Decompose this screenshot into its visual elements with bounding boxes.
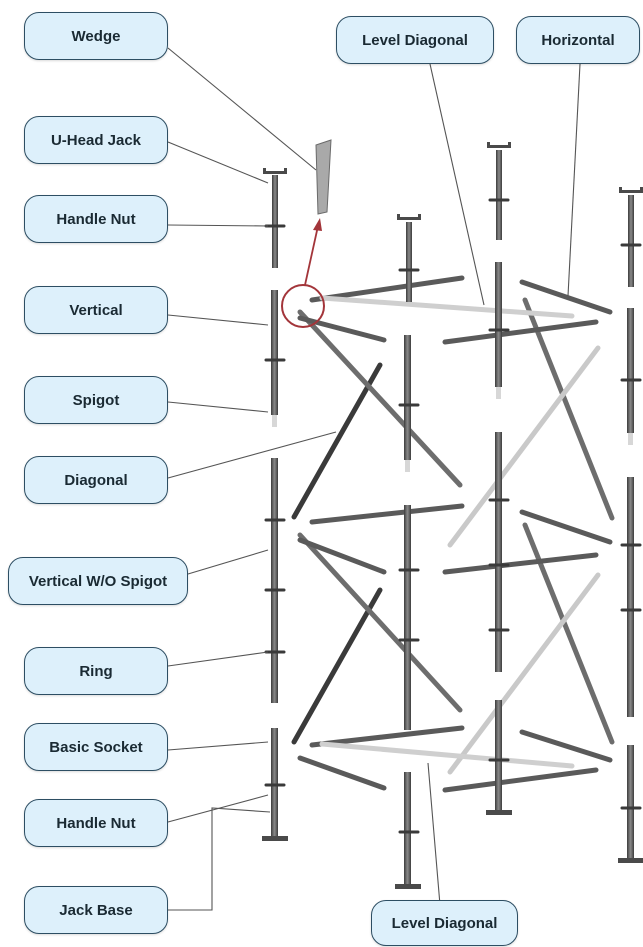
jack-bases [262, 810, 643, 889]
callout-lines [167, 47, 581, 911]
label-ring: Ring [24, 647, 168, 695]
wedge-arrowhead [313, 218, 322, 231]
diagonal-braces [291, 362, 383, 745]
label-spigot: Spigot [24, 376, 168, 424]
label-basic-socket: Basic Socket [24, 723, 168, 771]
label-u-head-jack: U-Head Jack [24, 116, 168, 164]
rings [264, 198, 642, 834]
label-level-diagonal-bottom: Level Diagonal [371, 900, 518, 946]
wedge-part [315, 139, 332, 215]
label-jack-base: Jack Base [24, 886, 168, 934]
ledgers [297, 275, 613, 793]
level-diagonals [319, 295, 575, 769]
label-diagonal: Diagonal [24, 456, 168, 504]
wedge-highlight-circle [281, 284, 325, 328]
label-vertical-wo-spigot: Vertical W/O Spigot [8, 557, 188, 605]
diagonal-braces-light [447, 345, 601, 775]
u-head-jacks [263, 142, 643, 220]
label-handle-nut-bottom: Handle Nut [24, 799, 168, 847]
vertical-standards [271, 150, 634, 887]
label-wedge: Wedge [24, 12, 168, 60]
label-horizontal: Horizontal [516, 16, 640, 64]
label-level-diagonal-top: Level Diagonal [336, 16, 494, 64]
diagonal-braces-grey [297, 297, 615, 745]
label-vertical: Vertical [24, 286, 168, 334]
label-handle-nut-top: Handle Nut [24, 195, 168, 243]
wedge-arrow [304, 225, 319, 286]
